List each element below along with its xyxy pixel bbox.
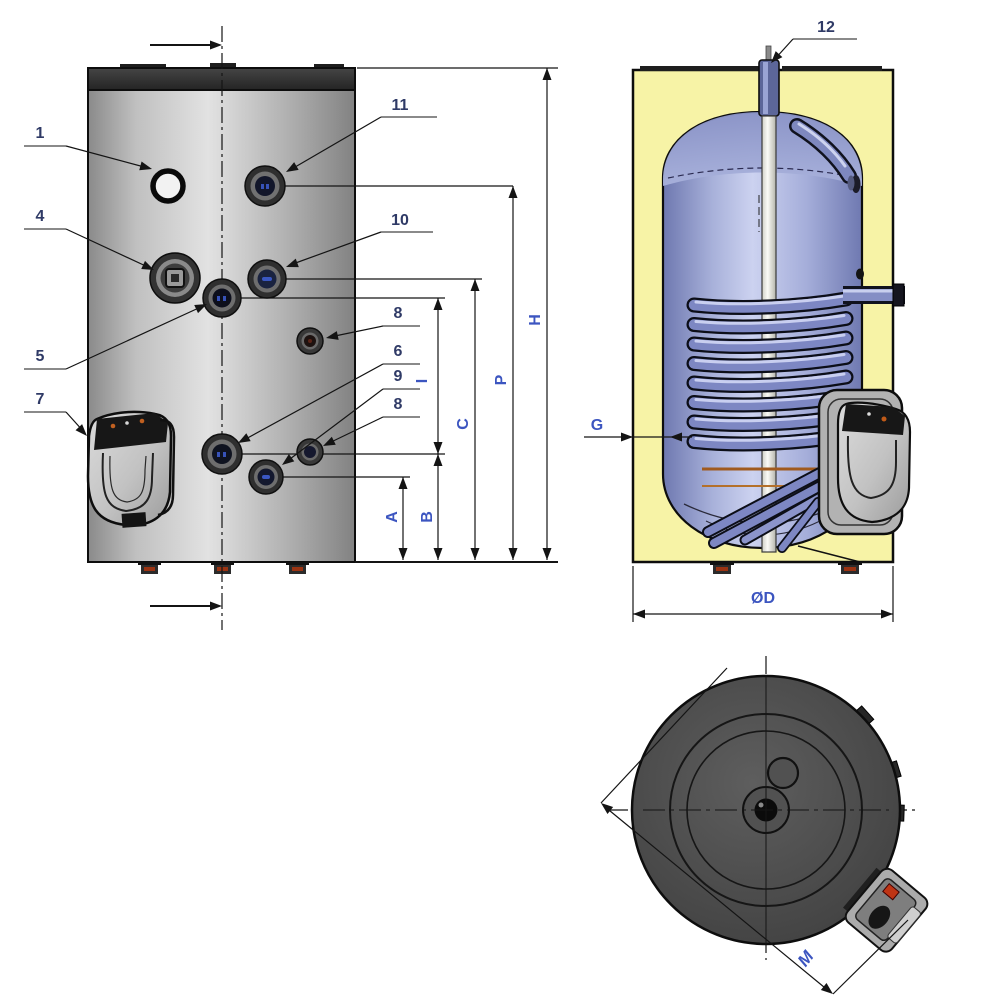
cover-dot	[139, 418, 145, 424]
coil-loop	[686, 330, 854, 354]
callout-12: 12	[767, 19, 857, 67]
dim-G-label: G	[591, 417, 603, 434]
callout-10: 10	[284, 212, 433, 272]
section-view: 12 G ØD	[584, 19, 912, 622]
top-view: M	[598, 656, 929, 998]
section-feet	[710, 562, 862, 574]
coil-loop	[686, 311, 854, 335]
port-8-upper	[296, 327, 324, 355]
callout-6-label: 6	[394, 343, 403, 360]
lid-tab	[210, 63, 236, 69]
callout-6: 6	[235, 343, 420, 447]
coil-heat-exchanger	[686, 291, 854, 452]
callout-12-label: 12	[817, 19, 835, 36]
side-connection-pipe	[843, 283, 905, 307]
dim-B: B	[419, 454, 443, 560]
callout-7: 7	[24, 391, 91, 440]
cover-dot	[125, 421, 129, 425]
front-view: 1 4 5 7 11 10 8	[24, 26, 558, 630]
dim-diameter: ØD	[632, 566, 894, 622]
coil-loop	[686, 291, 854, 315]
control-cover-section	[817, 388, 912, 536]
control-unit-top	[843, 867, 929, 953]
reference-lines	[222, 67, 558, 563]
cover-dot	[110, 423, 116, 429]
callout-8-upper: 8	[325, 305, 420, 343]
dim-P-label: P	[493, 374, 510, 385]
callout-9: 9	[279, 368, 420, 469]
port-1	[150, 168, 186, 204]
dim-B-label: B	[419, 511, 436, 523]
port-5	[202, 278, 242, 318]
top-port	[766, 756, 800, 790]
coil-loop	[686, 369, 854, 393]
dim-G: G	[584, 417, 692, 442]
control-cover-front	[86, 410, 176, 528]
cover-dot	[867, 412, 871, 416]
dim-H-label: H	[527, 314, 544, 326]
callout-9-label: 9	[394, 368, 403, 385]
callout-8-upper-label: 8	[394, 305, 403, 322]
lid-tab	[314, 64, 344, 69]
indicator-red	[882, 883, 900, 901]
callout-4: 4	[24, 208, 156, 275]
lid-tab	[120, 64, 166, 69]
dim-P: P	[493, 186, 518, 560]
callout-8-lower-label: 8	[394, 396, 403, 413]
upper-outlet-pipe	[789, 118, 861, 193]
callout-8-lower: 8	[321, 396, 420, 451]
cover-dot	[881, 416, 887, 422]
tank-feet	[138, 562, 309, 574]
port-6	[201, 433, 243, 475]
callout-1: 1	[24, 125, 154, 174]
callout-5-label: 5	[36, 348, 45, 365]
callout-11-label: 11	[392, 97, 409, 114]
callout-1-label: 1	[36, 125, 45, 142]
section-cut-arrow-top	[150, 40, 222, 50]
coil-loop	[686, 350, 854, 374]
knob	[868, 905, 891, 929]
sensor-boss	[856, 268, 864, 280]
jacket-tab	[640, 66, 760, 71]
callout-11: 11	[283, 97, 437, 176]
port-8-lower	[296, 438, 324, 466]
dim-A-label: A	[384, 511, 401, 523]
port-4	[149, 252, 201, 304]
callout-10-label: 10	[391, 212, 409, 229]
port-9	[248, 459, 284, 495]
dim-I: I	[414, 298, 443, 454]
section-cut-arrow-bottom	[150, 601, 222, 611]
dim-I-label: I	[414, 379, 431, 383]
port-11	[244, 165, 286, 207]
dim-M-label: M	[794, 947, 818, 971]
callout-5: 5	[24, 299, 209, 370]
callout-4-label: 4	[36, 208, 45, 225]
support-strut	[797, 545, 861, 563]
dim-A: A	[384, 477, 408, 560]
dim-diameter-label: ØD	[751, 590, 775, 607]
dim-C-label: C	[455, 418, 472, 430]
dim-C: C	[455, 279, 480, 560]
jacket-tab	[782, 66, 882, 71]
dim-H: H	[527, 68, 552, 560]
port-10	[247, 259, 287, 299]
callout-7-label: 7	[36, 391, 45, 408]
dip-tube	[758, 45, 780, 553]
